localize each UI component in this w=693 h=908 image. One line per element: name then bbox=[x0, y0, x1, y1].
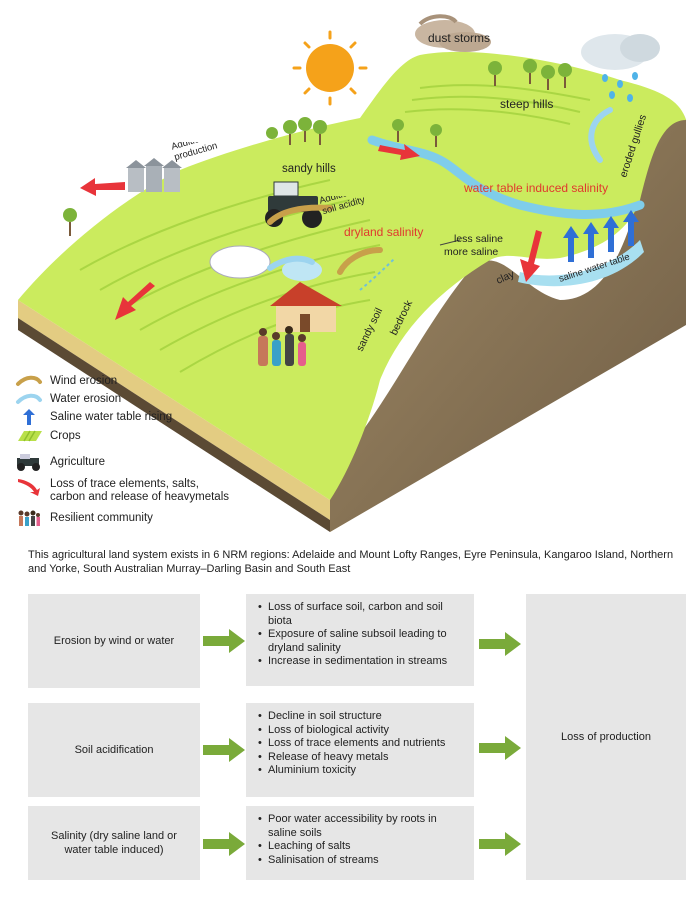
label-dryland-salinity: dryland salinity bbox=[344, 225, 423, 239]
water-erosion-arrows bbox=[267, 107, 613, 271]
label-sandy-hills: sandy hills bbox=[282, 163, 336, 175]
loss-arrow-icon bbox=[14, 478, 44, 496]
bedrock-layer bbox=[330, 109, 686, 532]
legend-item: Resilient community bbox=[14, 509, 153, 527]
label-less-saline: less saline bbox=[454, 233, 503, 245]
community-people-icon bbox=[258, 326, 306, 366]
effect-item: Decline in soil structure bbox=[258, 710, 464, 724]
water-erosion-icon bbox=[14, 390, 44, 408]
effect-item: Release of heavy metals bbox=[258, 751, 464, 765]
flow-arrow-icon bbox=[203, 738, 245, 762]
farm-house-icon bbox=[270, 282, 342, 332]
crops-icon bbox=[14, 427, 44, 445]
effects-acidification: Decline in soil structure Loss of biolog… bbox=[246, 703, 474, 797]
sun-icon bbox=[306, 44, 354, 92]
community-icon bbox=[14, 509, 44, 527]
landscape-illustration: dust storms steep hills sandy hills erod… bbox=[18, 14, 686, 532]
effect-item: Loss of biological activity bbox=[258, 724, 464, 738]
loss-arrows bbox=[80, 144, 542, 320]
rain-cloud-icon bbox=[581, 34, 660, 102]
effect-item: Loss of trace elements and nutrients bbox=[258, 737, 464, 751]
tractor-icon bbox=[14, 453, 44, 471]
effect-item: Aluminium toxicity bbox=[258, 764, 464, 778]
effect-item: Increase in sedimentation in streams bbox=[258, 655, 464, 669]
legend-item: Water erosion bbox=[14, 390, 121, 408]
legend-item: Wind erosion bbox=[14, 372, 117, 390]
label-water-table-salinity: water table induced salinity bbox=[463, 181, 608, 195]
region-summary: This agricultural land system exists in … bbox=[28, 549, 674, 575]
outcome-loss-of-production: Loss of production bbox=[526, 594, 686, 880]
dust-storm-icon bbox=[415, 14, 491, 52]
effects-erosion: Loss of surface soil, carbon and soil bi… bbox=[246, 594, 474, 686]
flow-arrow-icon bbox=[479, 736, 521, 760]
saline-rising-arrows bbox=[563, 210, 639, 262]
label-steep-hills: steep hills bbox=[500, 97, 553, 111]
label-more-saline: more saline bbox=[444, 246, 498, 258]
effect-item: Salinisation of streams bbox=[258, 854, 464, 868]
trees bbox=[63, 59, 572, 222]
legend-item: Loss of trace elements, salts, carbon an… bbox=[14, 476, 229, 506]
effect-item: Leaching of salts bbox=[258, 840, 464, 854]
effect-item: Poor water accessibility by roots in sal… bbox=[258, 813, 464, 840]
flow-arrow-icon bbox=[479, 832, 521, 856]
effects-salinity: Poor water accessibility by roots in sal… bbox=[246, 806, 474, 880]
block-front-soil bbox=[18, 300, 330, 520]
saline-water-table bbox=[518, 240, 644, 287]
wind-erosion-arrows bbox=[267, 204, 383, 275]
cause-erosion: Erosion by wind or water bbox=[28, 594, 200, 688]
stream bbox=[367, 135, 645, 219]
cause-acidification: Soil acidification bbox=[28, 703, 200, 797]
saline-water-rising-icon bbox=[14, 408, 44, 426]
soil-boundary-line bbox=[359, 257, 396, 291]
cause-salinity: Salinity (dry saline land or water table… bbox=[28, 806, 200, 880]
label-dust-storms: dust storms bbox=[428, 31, 490, 45]
effect-item: Exposure of saline subsoil leading to dr… bbox=[258, 628, 464, 655]
grain-silos-icon bbox=[126, 158, 182, 192]
legend-item: Crops bbox=[14, 427, 81, 445]
label-lime: Addition of lime to increase production bbox=[170, 142, 283, 164]
legend-item: Agriculture bbox=[14, 453, 105, 471]
flow-arrow-icon bbox=[479, 632, 521, 656]
flow-arrow-icon bbox=[203, 832, 245, 856]
legend-item: Saline water table rising bbox=[14, 408, 172, 426]
label-clay-addition: Addition of clay to reduce soil acidity bbox=[318, 196, 424, 218]
flow-arrow-icon bbox=[203, 629, 245, 653]
block-front-bedrock bbox=[18, 318, 330, 532]
wind-erosion-icon bbox=[14, 372, 44, 390]
effect-item: Loss of surface soil, carbon and soil bi… bbox=[258, 601, 464, 628]
